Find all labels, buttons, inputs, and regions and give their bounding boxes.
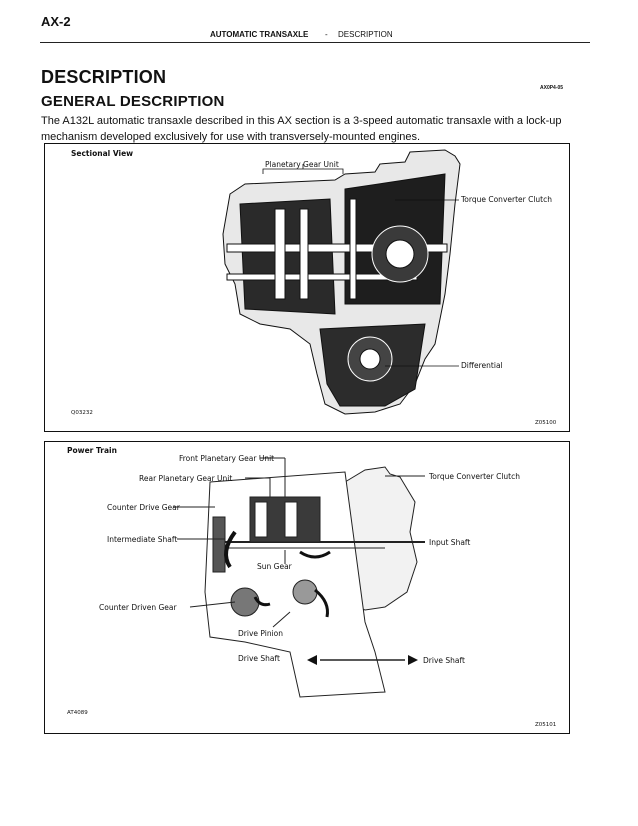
sectional-view-figure: Sectional View Planetary Gear Unit Torqu… (44, 143, 570, 432)
figure-code-right: Z05101 (535, 722, 557, 728)
reference-code: AX0P4-05 (540, 85, 564, 91)
figure-code-left: AT4089 (67, 710, 88, 716)
section-title: AUTOMATIC TRANSAXLE (210, 30, 309, 39)
planetary-gear-unit-label: Planetary Gear Unit (265, 160, 339, 169)
differential-label: Differential (461, 361, 503, 370)
header-separator: - (325, 30, 328, 39)
drive-pinion-label: Drive Pinion (238, 629, 283, 638)
torque-converter-clutch-label: Torque Converter Clutch (461, 195, 552, 204)
figure-code-right: Z05100 (535, 420, 557, 426)
description-paragraph: The A132L automatic transaxle described … (41, 115, 562, 143)
power-train-figure: Power Train Front Planetary Gear Unit Re… (44, 441, 570, 734)
intermediate-shaft-label: Intermediate Shaft (107, 535, 178, 544)
subsection-title: DESCRIPTION (338, 30, 393, 39)
drive-shaft-left-label: Drive Shaft (238, 654, 280, 663)
counter-driven-gear-label: Counter Driven Gear (99, 603, 177, 612)
power-train-title: Power Train (67, 446, 117, 455)
figure-code-left: Q03232 (71, 410, 93, 416)
counter-drive-gear-label: Counter Drive Gear (107, 503, 180, 512)
drive-shaft-right-label: Drive Shaft (423, 656, 465, 665)
sectional-view-title: Sectional View (71, 149, 134, 158)
sectional-view-drawing (222, 149, 461, 415)
running-header: AUTOMATIC TRANSAXLE - DESCRIPTION (40, 29, 590, 43)
page-code: AX-2 (41, 14, 71, 29)
section-subheading: GENERAL DESCRIPTION (41, 93, 225, 110)
page-heading: DESCRIPTION (41, 67, 167, 87)
front-planetary-gear-unit-label: Front Planetary Gear Unit (179, 454, 275, 463)
power-train-drawing (173, 457, 425, 698)
input-shaft-label: Input Shaft (429, 538, 471, 547)
torque-converter-clutch-pt-label: Torque Converter Clutch (429, 472, 520, 481)
rear-planetary-gear-unit-label: Rear Planetary Gear Unit (139, 474, 233, 483)
sun-gear-label: Sun Gear (257, 562, 292, 571)
